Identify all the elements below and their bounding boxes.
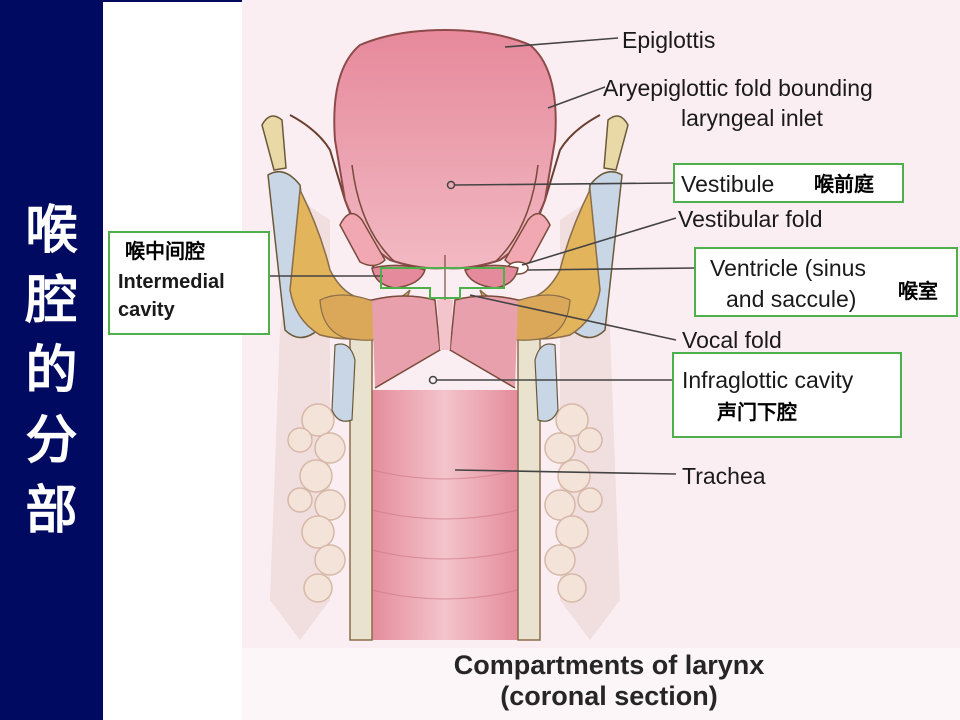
left-vocal-fold [371,295,441,389]
left-cuneiform [261,115,287,171]
right-quadrangular-membrane [494,164,539,263]
label-intermedial-cn: 喉中间腔 [125,239,205,263]
leader-vestibular-fold [521,217,677,266]
leader-ventricle [527,267,697,271]
label-infraglottic-cn: 声门下腔 [717,400,797,424]
infraglottic-marker [428,375,438,385]
vestibule-highlight-box [673,163,904,203]
intermedial-highlight-box [108,231,270,335]
leader-vocal-fold [469,294,677,341]
left-cricoid-blue [331,343,356,422]
leader-vestibule [454,182,677,186]
label-ventricle-line2: and saccule) [726,286,857,312]
left-vestibular-fold [371,264,426,289]
label-infraglottic: Infraglottic cavity [682,367,854,393]
label-trachea: Trachea [682,463,766,489]
title-char: 部 [25,481,78,541]
trachea-lumen [370,390,520,640]
epiglottis-vestibule [333,28,557,270]
sidebar: 喉 腔 的 分 部 [0,0,103,720]
right-cuneiform [603,115,629,171]
label-ventricle-line1: Ventricle (sinus [710,255,866,281]
infraglottic-highlight-box [672,352,902,438]
figure-caption: Compartments of larynx (coronal section) [424,650,794,712]
label-aryepiglottic-line2: laryngeal inlet [681,105,823,131]
title-char: 喉 [25,201,78,261]
right-cricoid-blue [534,343,559,422]
vestibule-marker [446,180,456,190]
glottis [437,298,453,350]
sidebar-title: 喉 腔 的 分 部 [0,196,103,546]
label-vocal-fold: Vocal fold [682,327,782,353]
caption-line2: (coronal section) [500,681,718,711]
tracheal-rings [371,469,519,600]
left-quadrangular-membrane [351,164,396,263]
leader-trachea [454,469,677,475]
leader-lines [270,37,697,475]
leader-epiglottis [504,37,619,48]
label-vestibule: Vestibule [681,171,775,197]
title-char: 的 [25,341,78,401]
ventricle-highlight-box [694,247,958,317]
intermedial-cavity-outline [380,267,505,299]
label-intermedial-line2: cavity [118,299,175,321]
title-char: 分 [25,411,78,471]
top-divider [103,0,242,2]
caption-line1: Compartments of larynx [453,650,765,680]
label-aryepiglottic-line1: Aryepiglottic fold bounding [603,75,873,101]
thyroid-tissue [287,403,603,603]
label-ventricle-cn: 喉室 [898,279,938,303]
label-vestibular-fold: Vestibular fold [678,206,823,232]
label-vestibule-cn: 喉前庭 [814,172,874,196]
label-epiglottis: Epiglottis [622,27,716,53]
title-char: 腔 [25,271,78,331]
leader-aryepiglottic [547,86,606,109]
figure-background-lower [242,648,960,720]
label-intermedial-line1: Intermedial [118,271,225,293]
left-ventricle [339,212,386,267]
